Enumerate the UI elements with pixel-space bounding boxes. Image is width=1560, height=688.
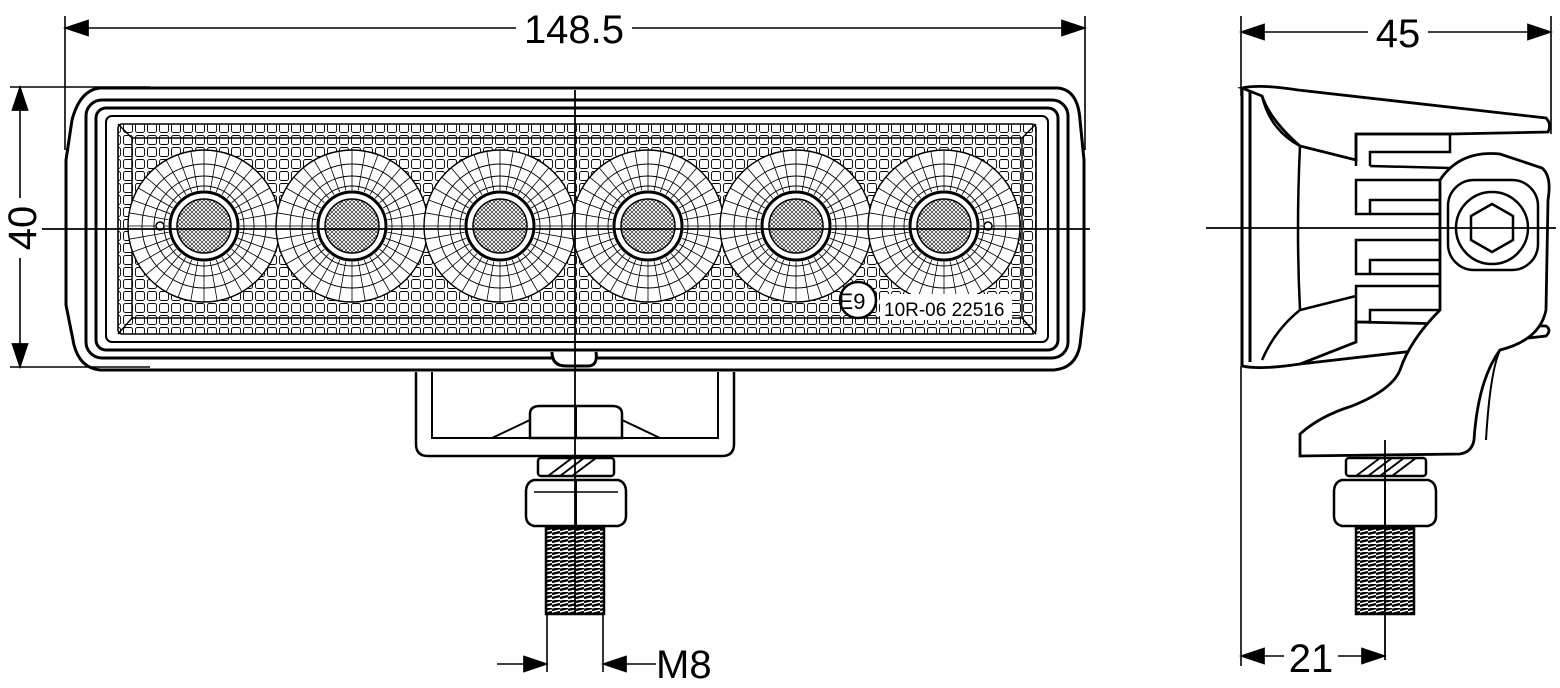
led-reflector (867, 149, 1021, 303)
side-body-outline (1237, 85, 1551, 162)
washer (536, 456, 616, 478)
side-view (1206, 12, 1556, 678)
side-body-lower (1241, 320, 1551, 369)
housing-outer (64, 86, 1086, 372)
approval-symbol: E9 (839, 289, 866, 314)
approval-number: 10R-06 22516 (884, 300, 1004, 321)
side-washer (1344, 456, 1428, 478)
lens-chamfer (117, 123, 1037, 335)
led-reflector (275, 149, 429, 303)
depth-label: 45 (1376, 12, 1421, 56)
pivot-bolt (1446, 178, 1540, 272)
led-reflector (127, 149, 281, 303)
height-label: 40 (1, 206, 45, 251)
led-reflector (719, 149, 873, 303)
led-reflector (571, 149, 725, 303)
offset-label: 21 (1289, 637, 1334, 681)
thread-label: M8 (656, 643, 712, 687)
width-label: 148.5 (524, 8, 624, 52)
led-array (127, 149, 1021, 303)
led-reflector (423, 149, 577, 303)
lens-screw (983, 221, 993, 231)
side-lens-face (1240, 88, 1252, 366)
approval-mark: E9 10R-06 22516 (839, 280, 1012, 321)
lens-screw (155, 221, 165, 231)
front-view: E9 10R-06 22516 (2, 8, 1090, 673)
